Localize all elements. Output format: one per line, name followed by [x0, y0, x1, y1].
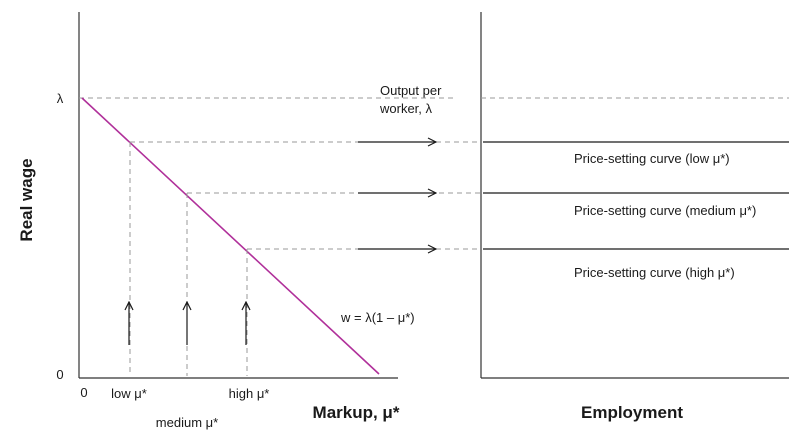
output-per-worker-label-line1: Output per: [380, 83, 442, 98]
x-tick-zero: 0: [80, 385, 87, 400]
price-setting-label-low: Price-setting curve (low μ*): [574, 151, 730, 166]
wage-line-label: w = λ(1 – μ*): [340, 310, 415, 325]
y-tick-lambda: λ: [57, 91, 64, 106]
x-tick-medium: medium μ*: [156, 415, 218, 430]
y-axis-title: Real wage: [17, 158, 36, 241]
x-tick-high: high μ*: [229, 386, 270, 401]
y-tick-zero: 0: [56, 367, 63, 382]
x-axis-title-markup: Markup, μ*: [313, 403, 400, 422]
wage-line: [81, 97, 380, 375]
price-setting-label-medium: Price-setting curve (medium μ*): [574, 203, 756, 218]
x-tick-low: low μ*: [111, 386, 147, 401]
price-setting-label-high: Price-setting curve (high μ*): [574, 265, 735, 280]
x-axis-title-employment: Employment: [581, 403, 683, 422]
output-per-worker-label-line2: worker, λ: [379, 101, 433, 116]
